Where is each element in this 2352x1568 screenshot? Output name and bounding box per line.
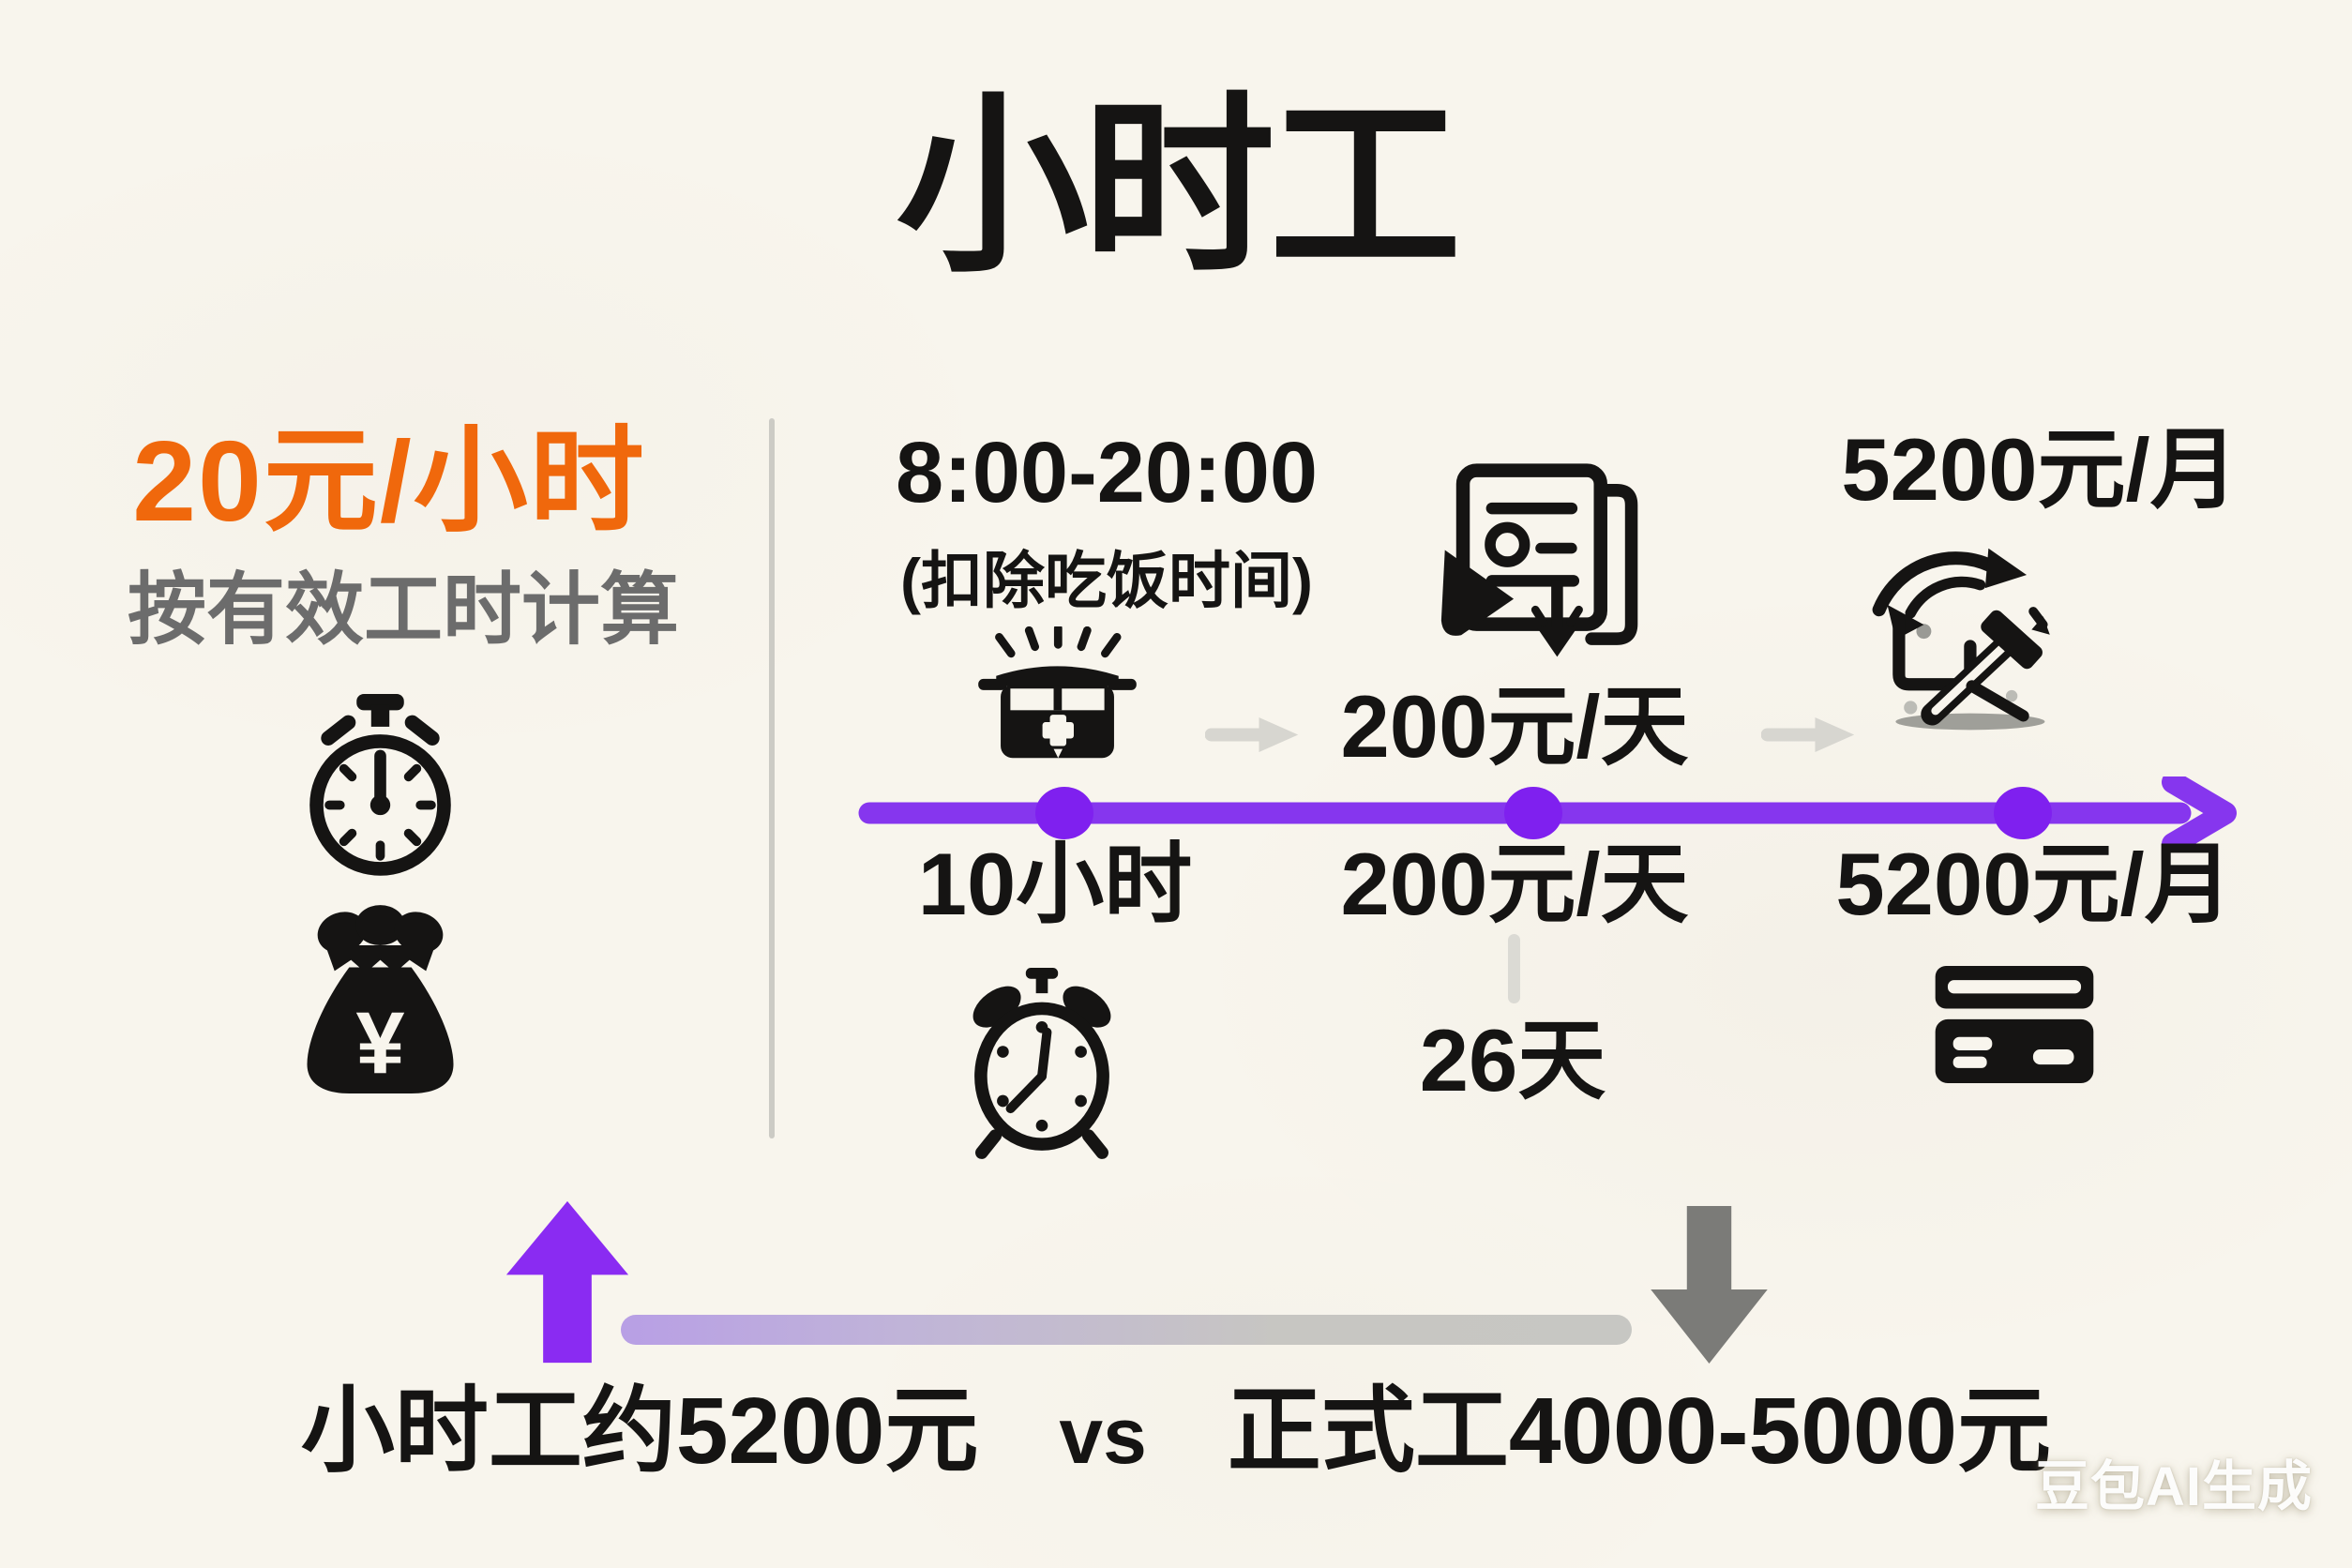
page-title: 小时工 [896,80,1462,294]
timeline-arrowhead [2162,776,2237,850]
payment-doc-icon [1440,463,1638,657]
watermark: 豆包AI生成 [2035,1456,2314,1517]
timeline-dot [1035,787,1093,839]
down-arrow-icon [1651,1206,1768,1364]
comparison-row: 小时工约5200元 vs 正式工4000-5000元 [234,1382,2118,1481]
gauge-hammer-icon [1872,548,2050,731]
timeline-dot [1994,787,2052,839]
work-hours-note: (扣除吃饭时间) [900,546,1313,615]
timeline [858,776,2237,850]
timeline-label-hours: 10小时 [917,835,1193,933]
days-connector-line [1508,934,1520,1003]
days-per-month-label: 26天 [1419,1011,1606,1109]
money-bag-icon: ¥ [307,905,454,1093]
daily-pay-top-label: 200元/天 [1340,677,1689,776]
credit-card-icon [1935,965,2094,1084]
yen-symbol: ¥ [355,994,404,1093]
comparison-vs-text: vs [1059,1392,1147,1480]
timeline-label-monthly: 5200元/月 [1835,835,2233,933]
cooking-pot-icon [978,626,1137,759]
alarm-clock-icon [972,968,1111,1159]
timeline-label-daily: 200元/天 [1340,835,1689,933]
hourly-rate-text: 20元/小时 [132,417,646,545]
comparison-formal-text: 正式工4000-5000元 [1227,1379,2052,1484]
comparison-hourly-text: 小时工约5200元 [300,1379,979,1484]
up-arrow-icon [505,1200,629,1364]
monthly-pay-top-label: 5200元/月 [1841,420,2239,519]
flow-arrow-icon [1761,716,1855,753]
stopwatch-icon [309,693,451,876]
hourly-rate-note: 按有效工时计算 [127,565,679,654]
timeline-dot [1504,787,1562,839]
flow-arrow-icon [1205,716,1299,753]
section-divider [769,418,775,1138]
comparison-bar [621,1315,1632,1345]
work-hours-text: 8:00-20:00 [895,425,1319,520]
